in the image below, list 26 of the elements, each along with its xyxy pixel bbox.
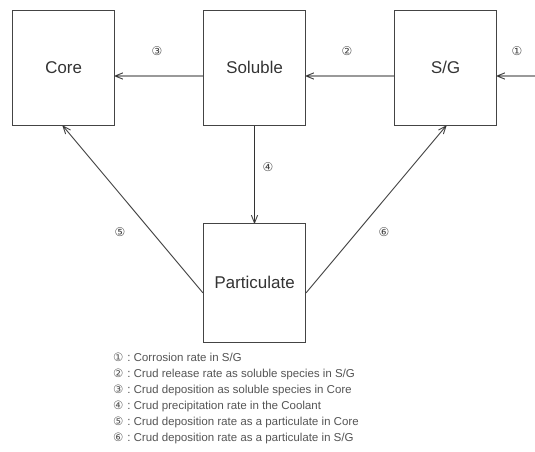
edge-label: ⑤ <box>114 226 126 238</box>
arrow <box>306 72 394 80</box>
legend-note: ④ : Crud precipitation rate in the Coolant <box>113 399 322 414</box>
legend-note: ① : Corrosion rate in S/G <box>113 351 243 366</box>
legend-note: ⑥ : Crud deposition rate as a particulate in S/G <box>113 431 354 446</box>
edge-label: ② <box>342 45 352 57</box>
edge-label: ⑥ <box>378 226 390 238</box>
node-label: S/G <box>430 57 460 80</box>
edge-label: ④ <box>262 161 274 173</box>
node-label: Particulate <box>214 272 295 294</box>
edge-label: ③ <box>152 45 162 57</box>
node-label: Soluble <box>226 57 283 80</box>
node-label: Core <box>45 57 82 80</box>
arrow <box>306 126 447 294</box>
arrow <box>62 126 204 294</box>
legend-note: ⑤ : Crud deposition rate as a particulate in Core <box>113 415 359 430</box>
edge-label: ① <box>512 45 522 57</box>
process-box <box>12 10 115 126</box>
legend-note: ② : Crud release rate as soluble species in S/G <box>113 367 356 382</box>
process-box <box>394 10 497 126</box>
process-box <box>203 223 306 343</box>
process-box <box>203 10 306 126</box>
arrow <box>250 126 258 224</box>
arrow <box>114 72 204 80</box>
legend-note: ③ : Crud deposition as soluble species in Core <box>113 383 353 398</box>
arrow <box>496 72 535 80</box>
